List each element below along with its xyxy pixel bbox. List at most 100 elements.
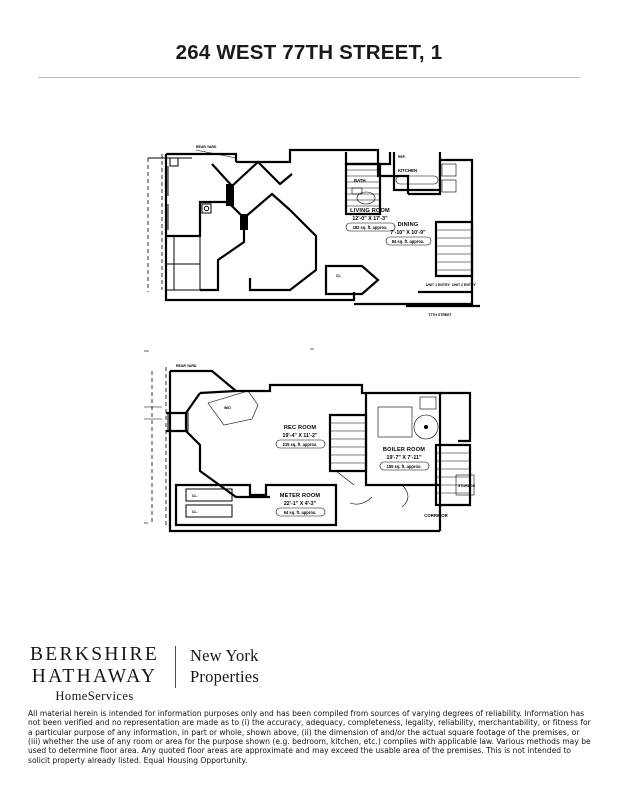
fixture-label-cl-1: CL. <box>336 274 342 278</box>
fixture-dot <box>203 205 210 212</box>
meter-room-wall <box>174 483 338 527</box>
fixture-label-cl-lower-1: CL. <box>192 494 198 498</box>
fixture-label-ref: REF. <box>398 155 406 159</box>
room-label-kitchen: KITCHEN <box>398 168 417 173</box>
room-label-dining: DINING <box>398 222 419 228</box>
upper-exterior-label: REAR YARD <box>196 145 217 149</box>
boiler-equipment <box>377 406 413 438</box>
room-label-corridor: CORRIDOR <box>424 513 448 518</box>
bath-wall <box>344 152 392 166</box>
stair-direction-arrow <box>335 470 355 486</box>
lower-center-stair <box>328 413 368 473</box>
room-label-boiler-room: BOILER ROOM <box>383 447 425 453</box>
closet-left-1 <box>165 235 201 265</box>
exterior-wall-right <box>354 158 474 306</box>
room-dim-living-room: 12'-0" X 17'-3" <box>352 216 388 222</box>
door-swing-corridor <box>401 484 409 508</box>
entry-stair <box>434 220 474 278</box>
area-pill-boiler-room <box>379 461 430 471</box>
lower-wall-far-right <box>440 391 472 443</box>
door-swing-boiler <box>349 496 373 505</box>
appliance-box-2 <box>441 179 457 193</box>
legal-disclaimer: All material herein is intended for info… <box>28 709 591 765</box>
closet-meter-2 <box>185 504 233 518</box>
berkshire-hathaway-wordmark: BERKSHIRE HATHAWAY HomeServices <box>30 644 159 704</box>
room-area-boiler-room: 155 sq. ft. approx. <box>387 464 422 469</box>
lower-wall-top-left <box>170 369 237 392</box>
lower-stair-treads <box>330 422 366 464</box>
brand-line-hathaway: HATHAWAY <box>31 665 158 687</box>
room-label-rec-room: REC ROOM <box>284 425 317 431</box>
brand-line-berkshire: BERKSHIRE <box>30 644 160 665</box>
room-area-living-room: 182 sq. ft. approx. <box>353 225 388 230</box>
dimension-arrows <box>144 406 162 420</box>
closet-lower-left <box>167 412 189 432</box>
storage-box <box>455 474 475 496</box>
interior-wall-lower-left <box>200 218 246 292</box>
outlet-mark <box>201 203 212 214</box>
upper-floor-plan: REAR YARD <box>140 140 485 330</box>
appliance-box <box>441 163 457 177</box>
area-pill-kitchen <box>395 175 439 185</box>
logo-divider <box>175 646 177 688</box>
rec-room-top-edge <box>199 389 237 395</box>
column-block-2 <box>240 214 248 230</box>
stair-upper <box>344 162 382 216</box>
closet-meter-1 <box>185 488 233 502</box>
room-label-meter-room: METER ROOM <box>280 493 321 499</box>
interior-wall-left <box>166 200 228 238</box>
region-line-new-york: New York <box>190 646 259 665</box>
room-dim-meter-room: 22'-1" X 4'-3" <box>284 501 317 507</box>
closet-living-room <box>324 264 380 296</box>
tank-center <box>424 425 428 429</box>
entry-stair-treads <box>436 229 472 271</box>
boiler-room-wall <box>364 393 440 487</box>
area-pill-living-room <box>345 222 396 232</box>
room-area-rec-room: 215 sq. ft. approx. <box>283 442 318 447</box>
toilet-fixture <box>356 191 376 205</box>
angled-stair-wall <box>226 185 291 220</box>
floor-plans-container: REAR YARD <box>0 120 618 620</box>
angled-interior-detail <box>207 390 259 426</box>
closet-left-2 <box>165 263 201 291</box>
area-pill-dining <box>385 236 432 246</box>
title-divider <box>38 76 580 78</box>
exterior-wall-upper-right <box>236 148 410 194</box>
tank-fixture <box>413 414 439 440</box>
region-line-properties: Properties <box>190 667 259 687</box>
page-title: 264 WEST 77TH STREET, 1 <box>175 41 443 64</box>
fixture-label-wd-lower: W/D <box>224 406 231 410</box>
room-label-unit2-entry: UNIT 2 ENTRY <box>452 283 476 287</box>
upper-street-label: 77TH STREET <box>428 313 452 317</box>
room-dim-boiler-room: 19'-7" X 7'-11" <box>387 455 422 461</box>
brand-logo: BERKSHIRE HATHAWAY HomeServices New York… <box>30 644 259 704</box>
region-wordmark: New York Properties <box>190 645 259 687</box>
kitchen-wall <box>392 152 442 192</box>
room-label-living-room: LIVING ROOM <box>350 208 390 214</box>
sink-fixture <box>351 187 363 195</box>
corridor-stair-treads <box>436 452 470 494</box>
column-block <box>226 184 234 206</box>
room-dim-dining: 7'-10" X 10'-9" <box>390 230 426 236</box>
area-pill-meter-room <box>275 507 326 517</box>
document-header: 264 WEST 77TH STREET, 1 <box>0 0 618 78</box>
fixture-label-storage: STORAGE <box>458 484 476 488</box>
room-area-meter-room: 94 sq. ft. approx. <box>284 510 317 515</box>
area-pill-rec-room <box>275 439 326 449</box>
exterior-wall-left <box>164 154 356 302</box>
lower-exterior-label: REAR YARD <box>176 364 197 368</box>
room-dim-rec-room: 19'-4" X 11'-2" <box>283 433 318 439</box>
door-mark-top <box>169 157 179 167</box>
stair-treads-upper <box>346 169 380 207</box>
brand-line-homeservices: HomeServices <box>55 688 134 703</box>
fixture-label-cl-lower-2: CL. <box>192 510 198 514</box>
lower-floor-plan: REAR YARD W/D REC ROOM 19'-4" X 11'-2" 2… <box>140 345 485 545</box>
lower-wall-left-bottom <box>168 371 440 533</box>
boiler-unit <box>419 396 437 410</box>
exterior-wall-top <box>166 152 238 162</box>
room-area-dining: 84 sq. ft. approx. <box>392 239 425 244</box>
angled-bay-wall <box>211 160 293 188</box>
room-label-unit1-entry: UNIT 1 ENTRY <box>426 283 450 287</box>
room-label-bath: BATH <box>354 178 366 183</box>
interior-wall-lower-right <box>248 209 318 292</box>
